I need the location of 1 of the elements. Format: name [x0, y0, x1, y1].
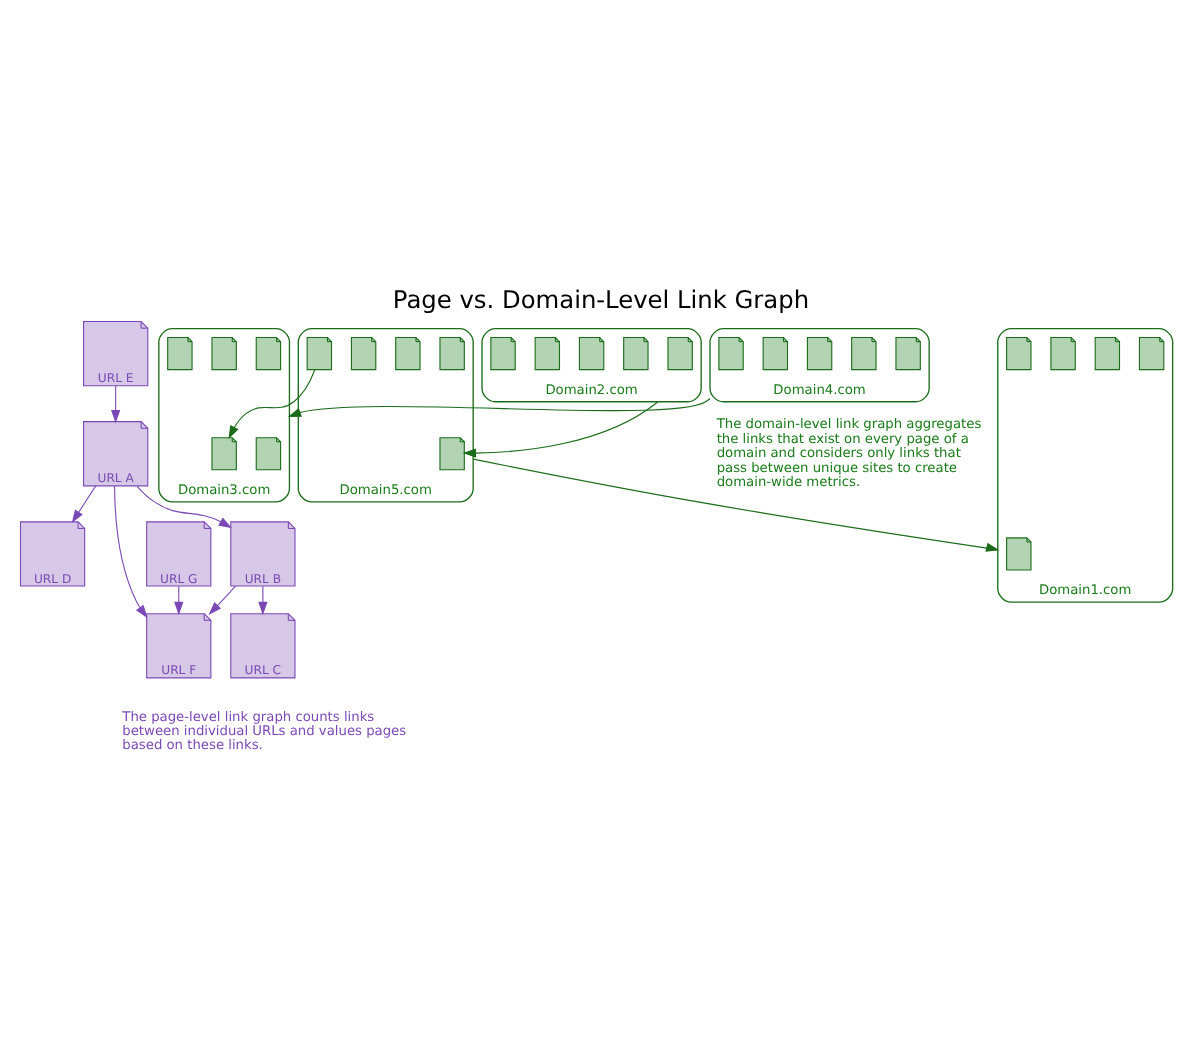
diagram-title: Page vs. Domain-Level Link Graph: [392, 285, 810, 314]
